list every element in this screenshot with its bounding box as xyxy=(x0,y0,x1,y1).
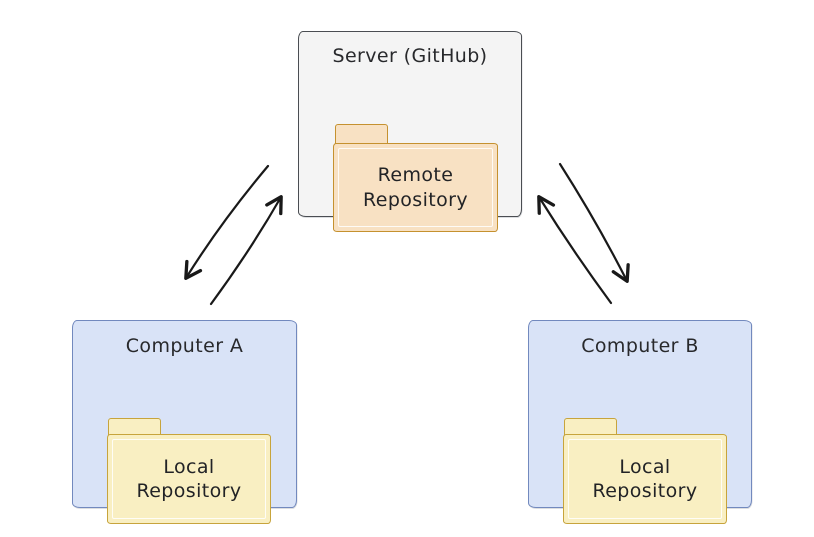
arrow-server-to-computer-a xyxy=(184,164,270,280)
computer-b-title: Computer B xyxy=(581,335,699,357)
local-repository-label-b: Local Repository xyxy=(592,455,698,502)
folder-body-icon: Local Repository xyxy=(107,434,271,524)
computer-a-box: Computer A Local Repository xyxy=(72,320,297,524)
computer-b-box: Computer B Local Repository xyxy=(528,320,752,524)
local-repository-label-a: Local Repository xyxy=(136,455,242,502)
folder-body-icon: Remote Repository xyxy=(333,143,498,232)
remote-repository-label: Remote Repository xyxy=(362,164,469,211)
arrow-server-to-computer-b xyxy=(558,162,630,283)
folder-body-icon: Local Repository xyxy=(563,434,727,524)
computer-a-title: Computer A xyxy=(125,335,244,357)
server-box: Server (GitHub) Remote Repository xyxy=(298,31,522,232)
arrow-computer-b-to-server xyxy=(537,195,613,305)
server-title: Server (GitHub) xyxy=(332,45,488,67)
arrow-computer-a-to-server xyxy=(209,195,283,306)
